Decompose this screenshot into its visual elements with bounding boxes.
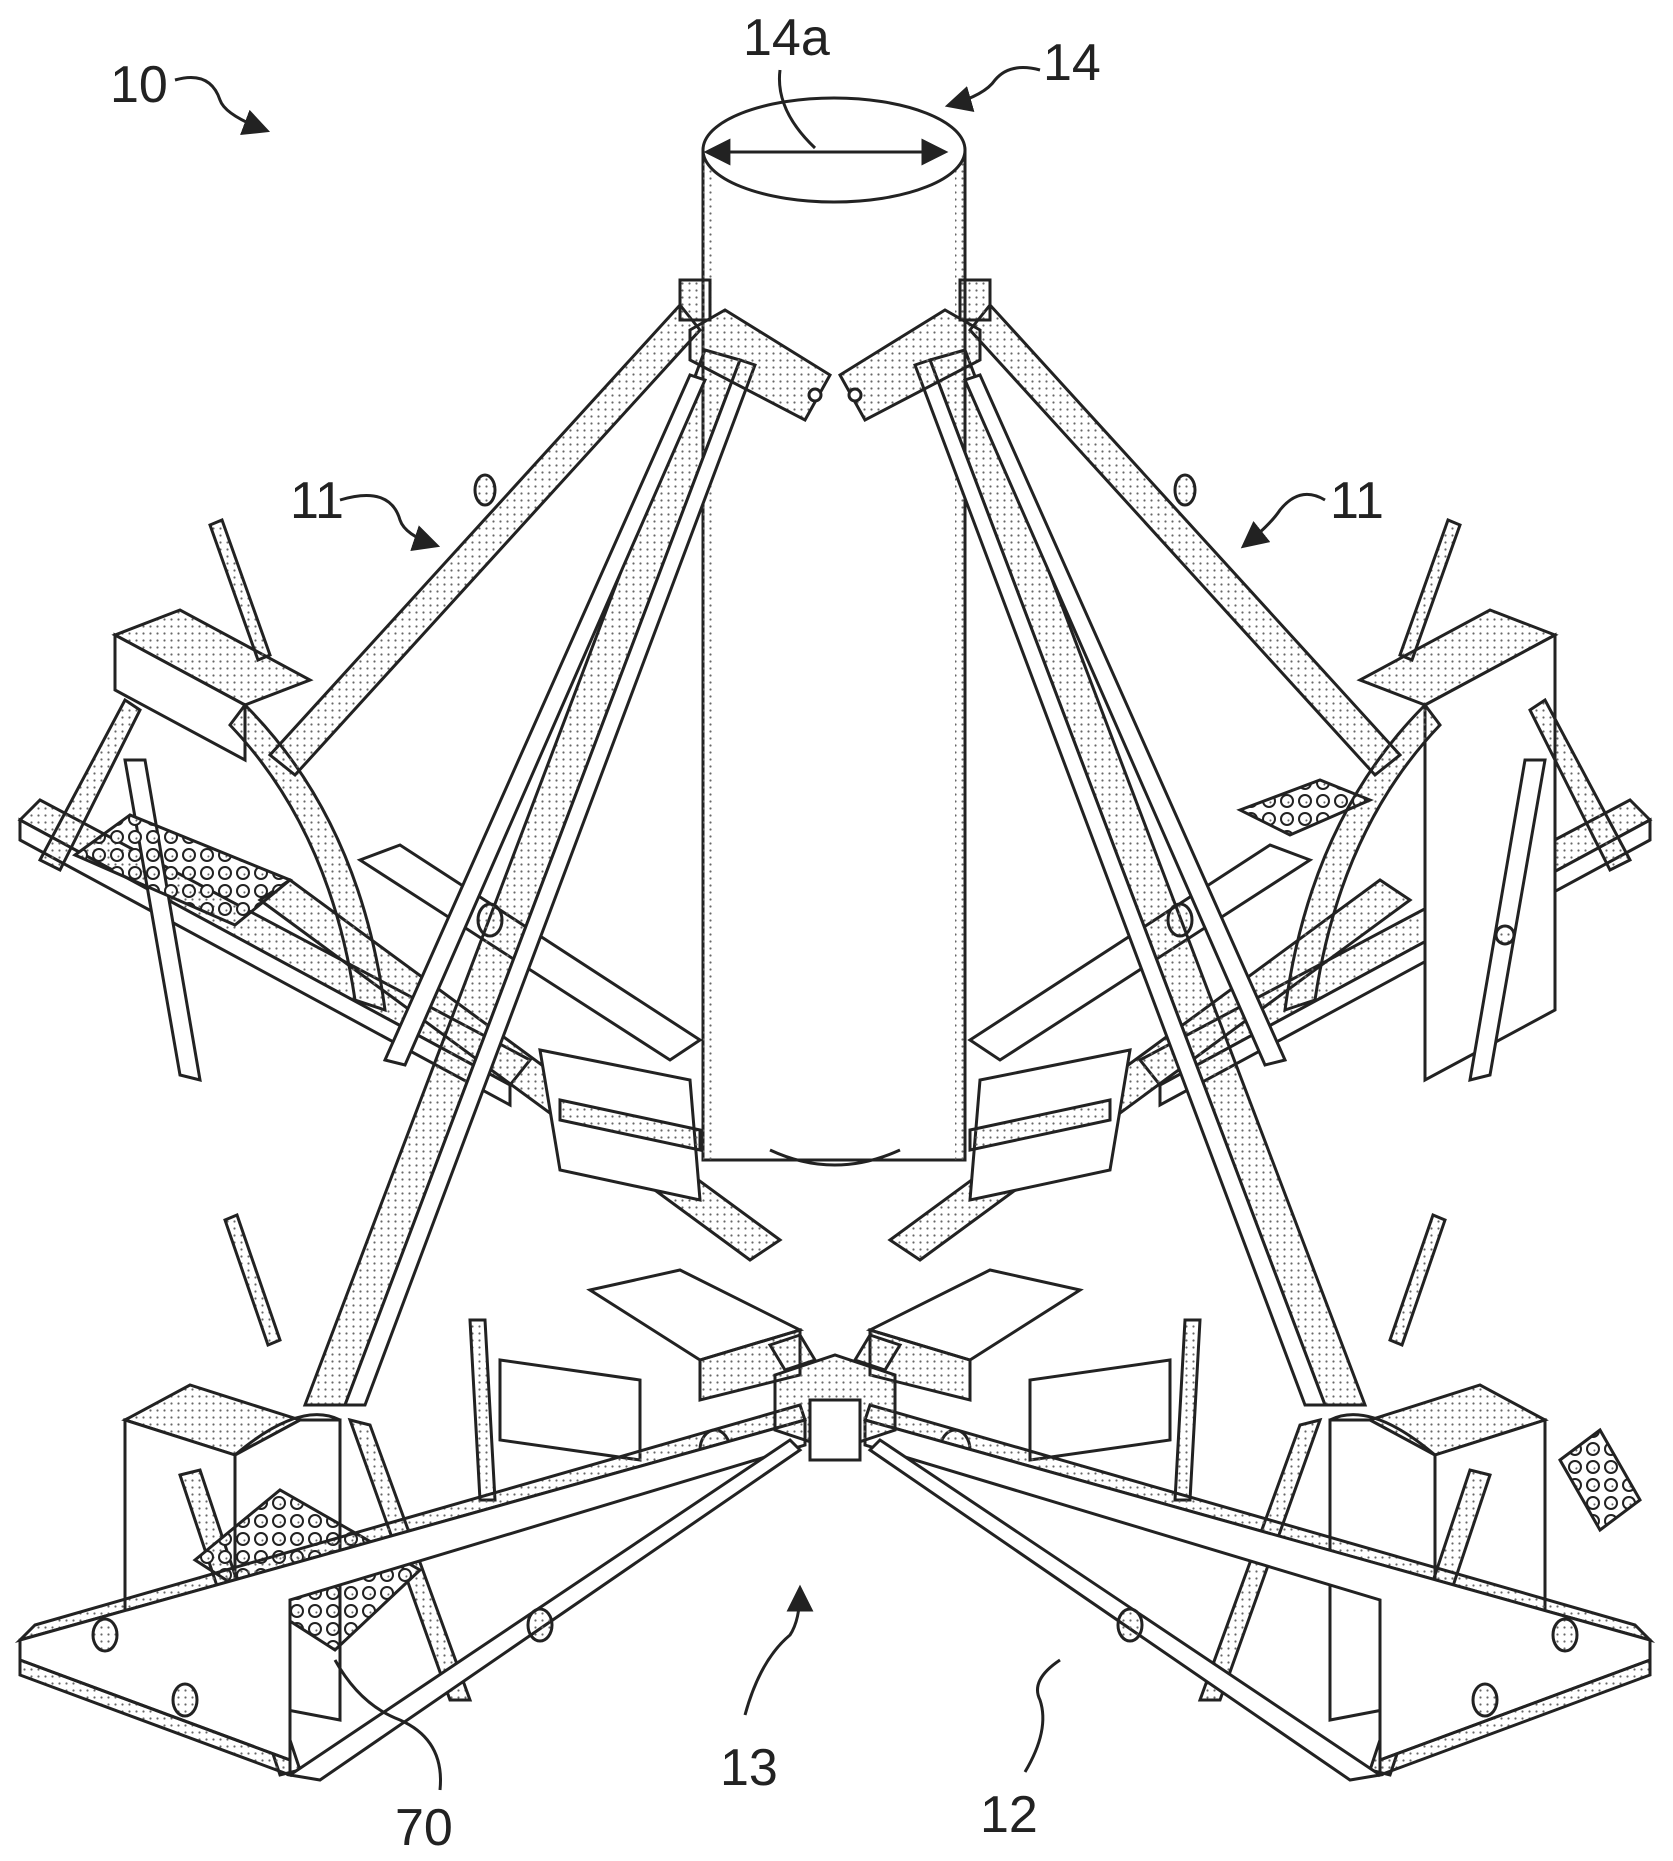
foot-lug-left-1 [91, 1617, 119, 1653]
right-lower-arc [1329, 1413, 1436, 1457]
left-lower-arc [234, 1413, 341, 1457]
right-actuator-upper-top [968, 1098, 1112, 1152]
right-collar-cap [958, 278, 992, 322]
left-lug-mid [476, 902, 504, 938]
right-upper-step-plate [1236, 778, 1374, 837]
label-11-left: 11 [290, 472, 344, 530]
left-collar-cap [678, 278, 712, 322]
column-top-face [701, 96, 967, 204]
label-70: 70 [395, 1799, 453, 1857]
right-post-1 [1528, 697, 1633, 873]
leader-11-left [339, 494, 441, 551]
brace-left-inner [382, 373, 708, 1067]
right-lug-mid [1166, 902, 1194, 938]
right-collar-bolt [847, 387, 863, 403]
foot-lug-right-2 [1471, 1682, 1499, 1718]
left-slide-block [498, 1358, 642, 1462]
brace-right-inner [962, 373, 1288, 1067]
leader-70 [333, 1659, 442, 1791]
left-cradle-arc [228, 702, 387, 1013]
foot-lug-left-3 [526, 1607, 554, 1643]
left-vertical-fin [468, 1318, 497, 1502]
central-column [701, 96, 967, 1167]
base-frame-front [14, 1333, 1656, 1782]
leader-14a [777, 69, 817, 150]
right-top-box-front [1423, 632, 1557, 1083]
left-collar-bolt [807, 387, 823, 403]
foot-lug-right-1 [1551, 1617, 1579, 1653]
right-lug-upper [1173, 473, 1197, 507]
foot-lug-left-2 [171, 1682, 199, 1718]
label-11-right: 11 [1330, 472, 1384, 530]
reference-labels: 10 14a 14 11 11 13 12 70 [110, 9, 1384, 1857]
column-right-shade [955, 150, 965, 1160]
right-housing-bolt [1494, 924, 1516, 946]
left-handle-upper [208, 518, 272, 662]
right-vertical-fin [1173, 1318, 1202, 1502]
hub-front-face [808, 1398, 862, 1462]
right-slide-block [1028, 1358, 1172, 1462]
label-12: 12 [980, 1786, 1038, 1844]
right-cradle-arc [1283, 702, 1442, 1013]
right-post-2 [1468, 758, 1547, 1083]
label-13: 13 [720, 1739, 778, 1797]
leader-13 [743, 1584, 814, 1716]
right-edge-step-plate [1558, 1427, 1642, 1533]
right-handle-upper [1398, 518, 1462, 662]
actuator-mechanisms [468, 1048, 1202, 1502]
column-body [701, 148, 967, 1162]
right-handle-lower [1388, 1213, 1447, 1347]
leader-12 [1023, 1658, 1061, 1773]
hub-right-ear [852, 1333, 903, 1372]
left-actuator-upper-top [558, 1098, 702, 1152]
label-10: 10 [110, 56, 168, 114]
column-bottom-arc [769, 1148, 901, 1167]
left-handle-lower [223, 1213, 282, 1347]
left-post-1 [37, 697, 142, 873]
leader-10 [174, 76, 271, 136]
foot-lug-right-3 [1116, 1607, 1144, 1643]
label-14a: 14a [743, 9, 830, 67]
label-14: 14 [1043, 34, 1101, 92]
column-left-shade [703, 150, 713, 1160]
left-upper-step-plate [72, 813, 293, 927]
left-top-box-front [113, 632, 247, 763]
leader-lines [174, 66, 1326, 1791]
left-lug-upper [473, 473, 497, 507]
leader-11-right [1240, 492, 1326, 549]
hub-left-ear [767, 1333, 818, 1372]
leader-14 [944, 66, 1041, 113]
diagonal-braces [208, 278, 1462, 1407]
